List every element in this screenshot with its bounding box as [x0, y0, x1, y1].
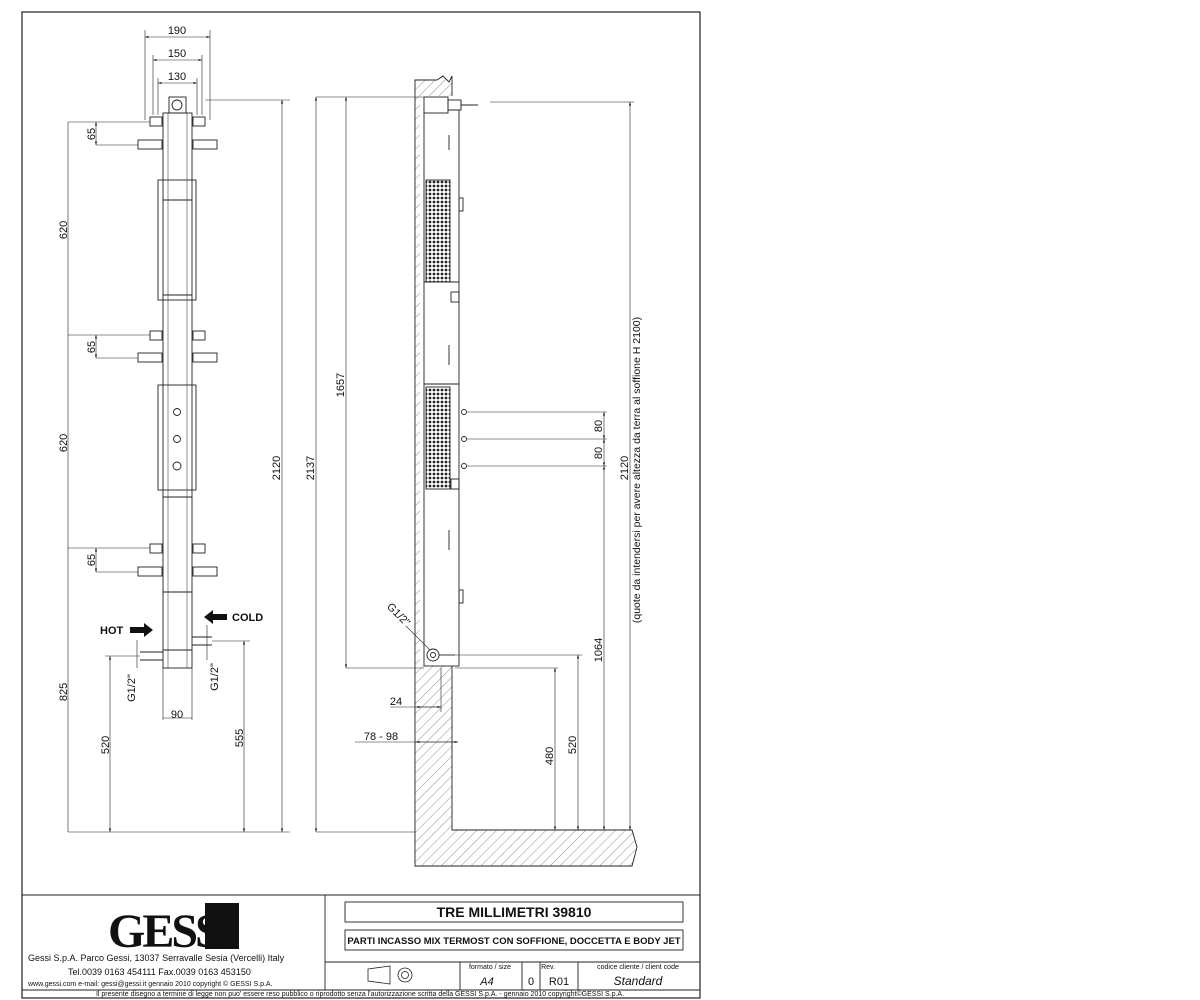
product-subtitle: PARTI INCASSO MIX TERMOST CON SOFFIONE, …	[347, 936, 680, 947]
dim-width-190: 190	[168, 25, 186, 37]
hot-label: HOT	[100, 625, 124, 637]
client-code-label: codice cliente / client code	[597, 964, 679, 971]
front-dimension-lines	[67, 30, 290, 833]
dim-bracket-65-low: 65	[86, 554, 98, 566]
format-label: formato / size	[469, 964, 511, 971]
client-code-value: Standard	[614, 974, 663, 988]
dim-base-90: 90	[171, 709, 183, 721]
dim-jet-80-upper: 80	[593, 420, 605, 432]
dim-bracket-65-mid: 65	[86, 341, 98, 353]
dim-inlet-480: 480	[544, 747, 556, 765]
company-logo: GESSI	[108, 905, 237, 958]
dim-width-150: 150	[168, 48, 186, 60]
flow-arrows	[130, 610, 227, 637]
dim-width-130: 130	[168, 71, 186, 83]
dim-side-overall-2137: 2137	[305, 456, 317, 480]
dim-bottom-825: 825	[58, 683, 70, 701]
hot-arrow-icon	[130, 623, 153, 637]
side-thread-label: G1/2"	[384, 601, 412, 629]
dim-inlet-520: 520	[567, 736, 579, 754]
revision-number: 0	[528, 976, 534, 988]
company-address: Gessi S.p.A. Parco Gessi, 13037 Serraval…	[28, 953, 285, 963]
product-title: TRE MILLIMETRI 39810	[437, 904, 592, 920]
dim-overall-2120: 2120	[271, 456, 283, 480]
dim-outlet-1064: 1064	[593, 638, 605, 662]
dim-segment-620-lower: 620	[58, 434, 70, 452]
dim-bracket-65-top: 65	[86, 128, 98, 140]
subtitle-box	[344, 929, 684, 951]
dim-depth-24: 24	[390, 696, 402, 708]
dim-segment-620-upper: 620	[58, 221, 70, 239]
cold-label: COLD	[232, 612, 263, 624]
upper-body-jet-panel	[425, 179, 451, 283]
front-view	[137, 96, 218, 669]
company-phone: Tel.0039 0163 454111 Fax.0039 0163 45315…	[68, 967, 251, 977]
title-box	[344, 901, 684, 923]
dim-wall-depth: 78 - 98	[364, 731, 398, 743]
cold-arrow-icon	[204, 610, 227, 624]
side-dimension-lines	[314, 96, 634, 833]
title-block	[22, 894, 700, 991]
dim-inlet-520: 520	[100, 736, 112, 754]
revision-value: R01	[549, 976, 569, 988]
projection-symbol-icon	[367, 965, 413, 985]
company-web: www.gessi.com e-mail: gessi@gessi.it gen…	[27, 980, 273, 988]
legal-footer: Il presente disegno a termine di legge n…	[96, 990, 624, 998]
thread-left-label: G1/2"	[126, 674, 138, 702]
sheet-border	[21, 11, 701, 999]
logo-block	[205, 903, 239, 949]
thread-right-label: G1/2"	[209, 663, 221, 691]
dim-outlet-555: 555	[234, 729, 246, 747]
height-note: (quote da intendersi per avere altezza d…	[631, 317, 643, 623]
lower-body-jet-panel	[425, 386, 451, 490]
dim-right-2120: 2120	[619, 456, 631, 480]
format-value: A4	[479, 976, 493, 988]
dim-side-span-1657: 1657	[335, 373, 347, 397]
brackets	[137, 116, 218, 577]
side-view	[423, 96, 478, 667]
revision-label: Rev.	[541, 964, 555, 971]
dim-jet-80-lower: 80	[593, 447, 605, 459]
